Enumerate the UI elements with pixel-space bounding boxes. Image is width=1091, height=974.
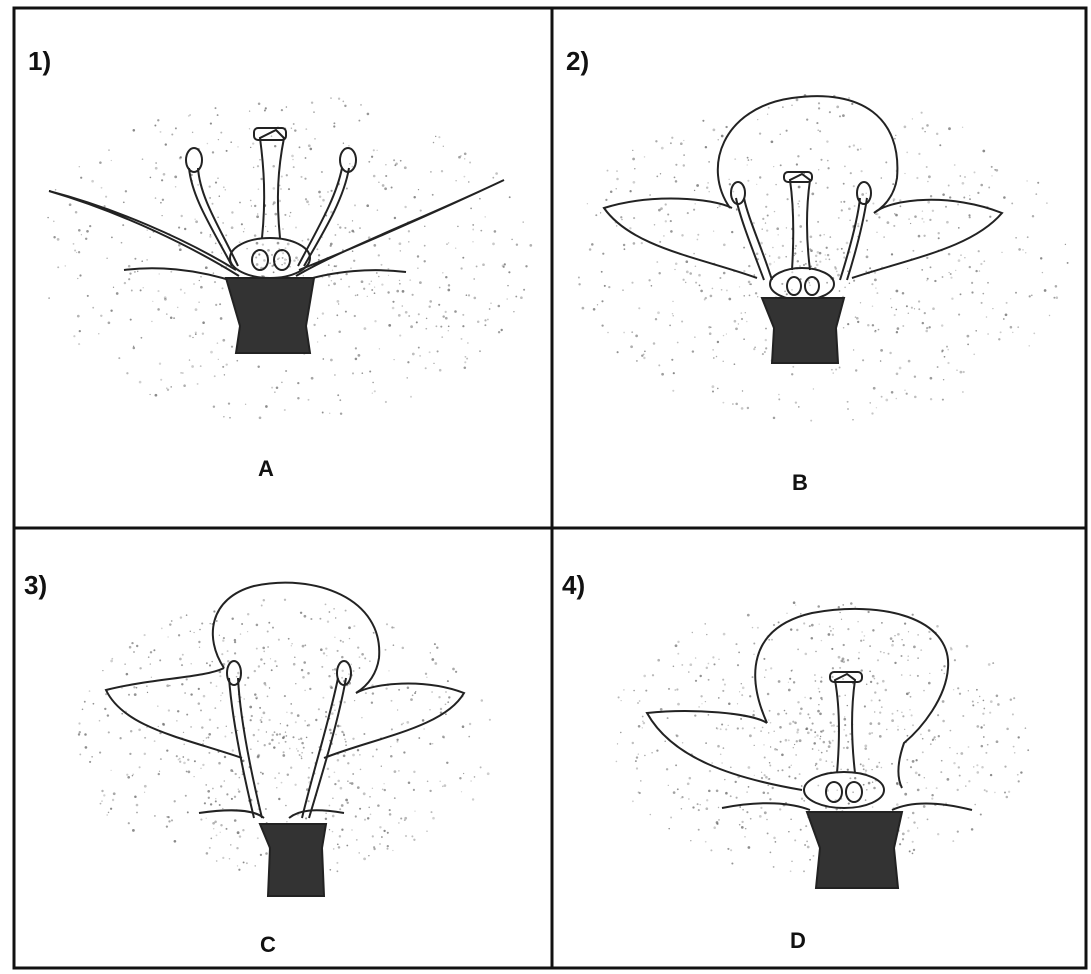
sepal-inner-left: [124, 268, 239, 283]
carpel: [260, 130, 284, 238]
anther-left: [186, 148, 202, 172]
ovary: [230, 238, 310, 278]
receptacle: [226, 278, 314, 353]
receptacle: [260, 824, 326, 896]
petal-right: [324, 684, 464, 758]
petal-top: [213, 583, 379, 693]
receptacle: [762, 298, 844, 363]
petal-left: [647, 711, 802, 790]
stamen-right-2: [298, 168, 342, 266]
sepal-right: [296, 180, 504, 276]
sepal-left: [49, 191, 239, 276]
flower-d-drawing: [552, 528, 1086, 968]
petal-left: [604, 199, 757, 278]
petal-right: [852, 200, 1002, 278]
receptacle: [807, 812, 902, 888]
flower-a-drawing: [14, 8, 552, 528]
stipple-texture: [578, 94, 1069, 421]
petal-left: [106, 668, 242, 758]
flower-c-drawing: [14, 528, 552, 968]
flower-b-drawing: [552, 8, 1086, 528]
petal-top: [755, 609, 948, 788]
